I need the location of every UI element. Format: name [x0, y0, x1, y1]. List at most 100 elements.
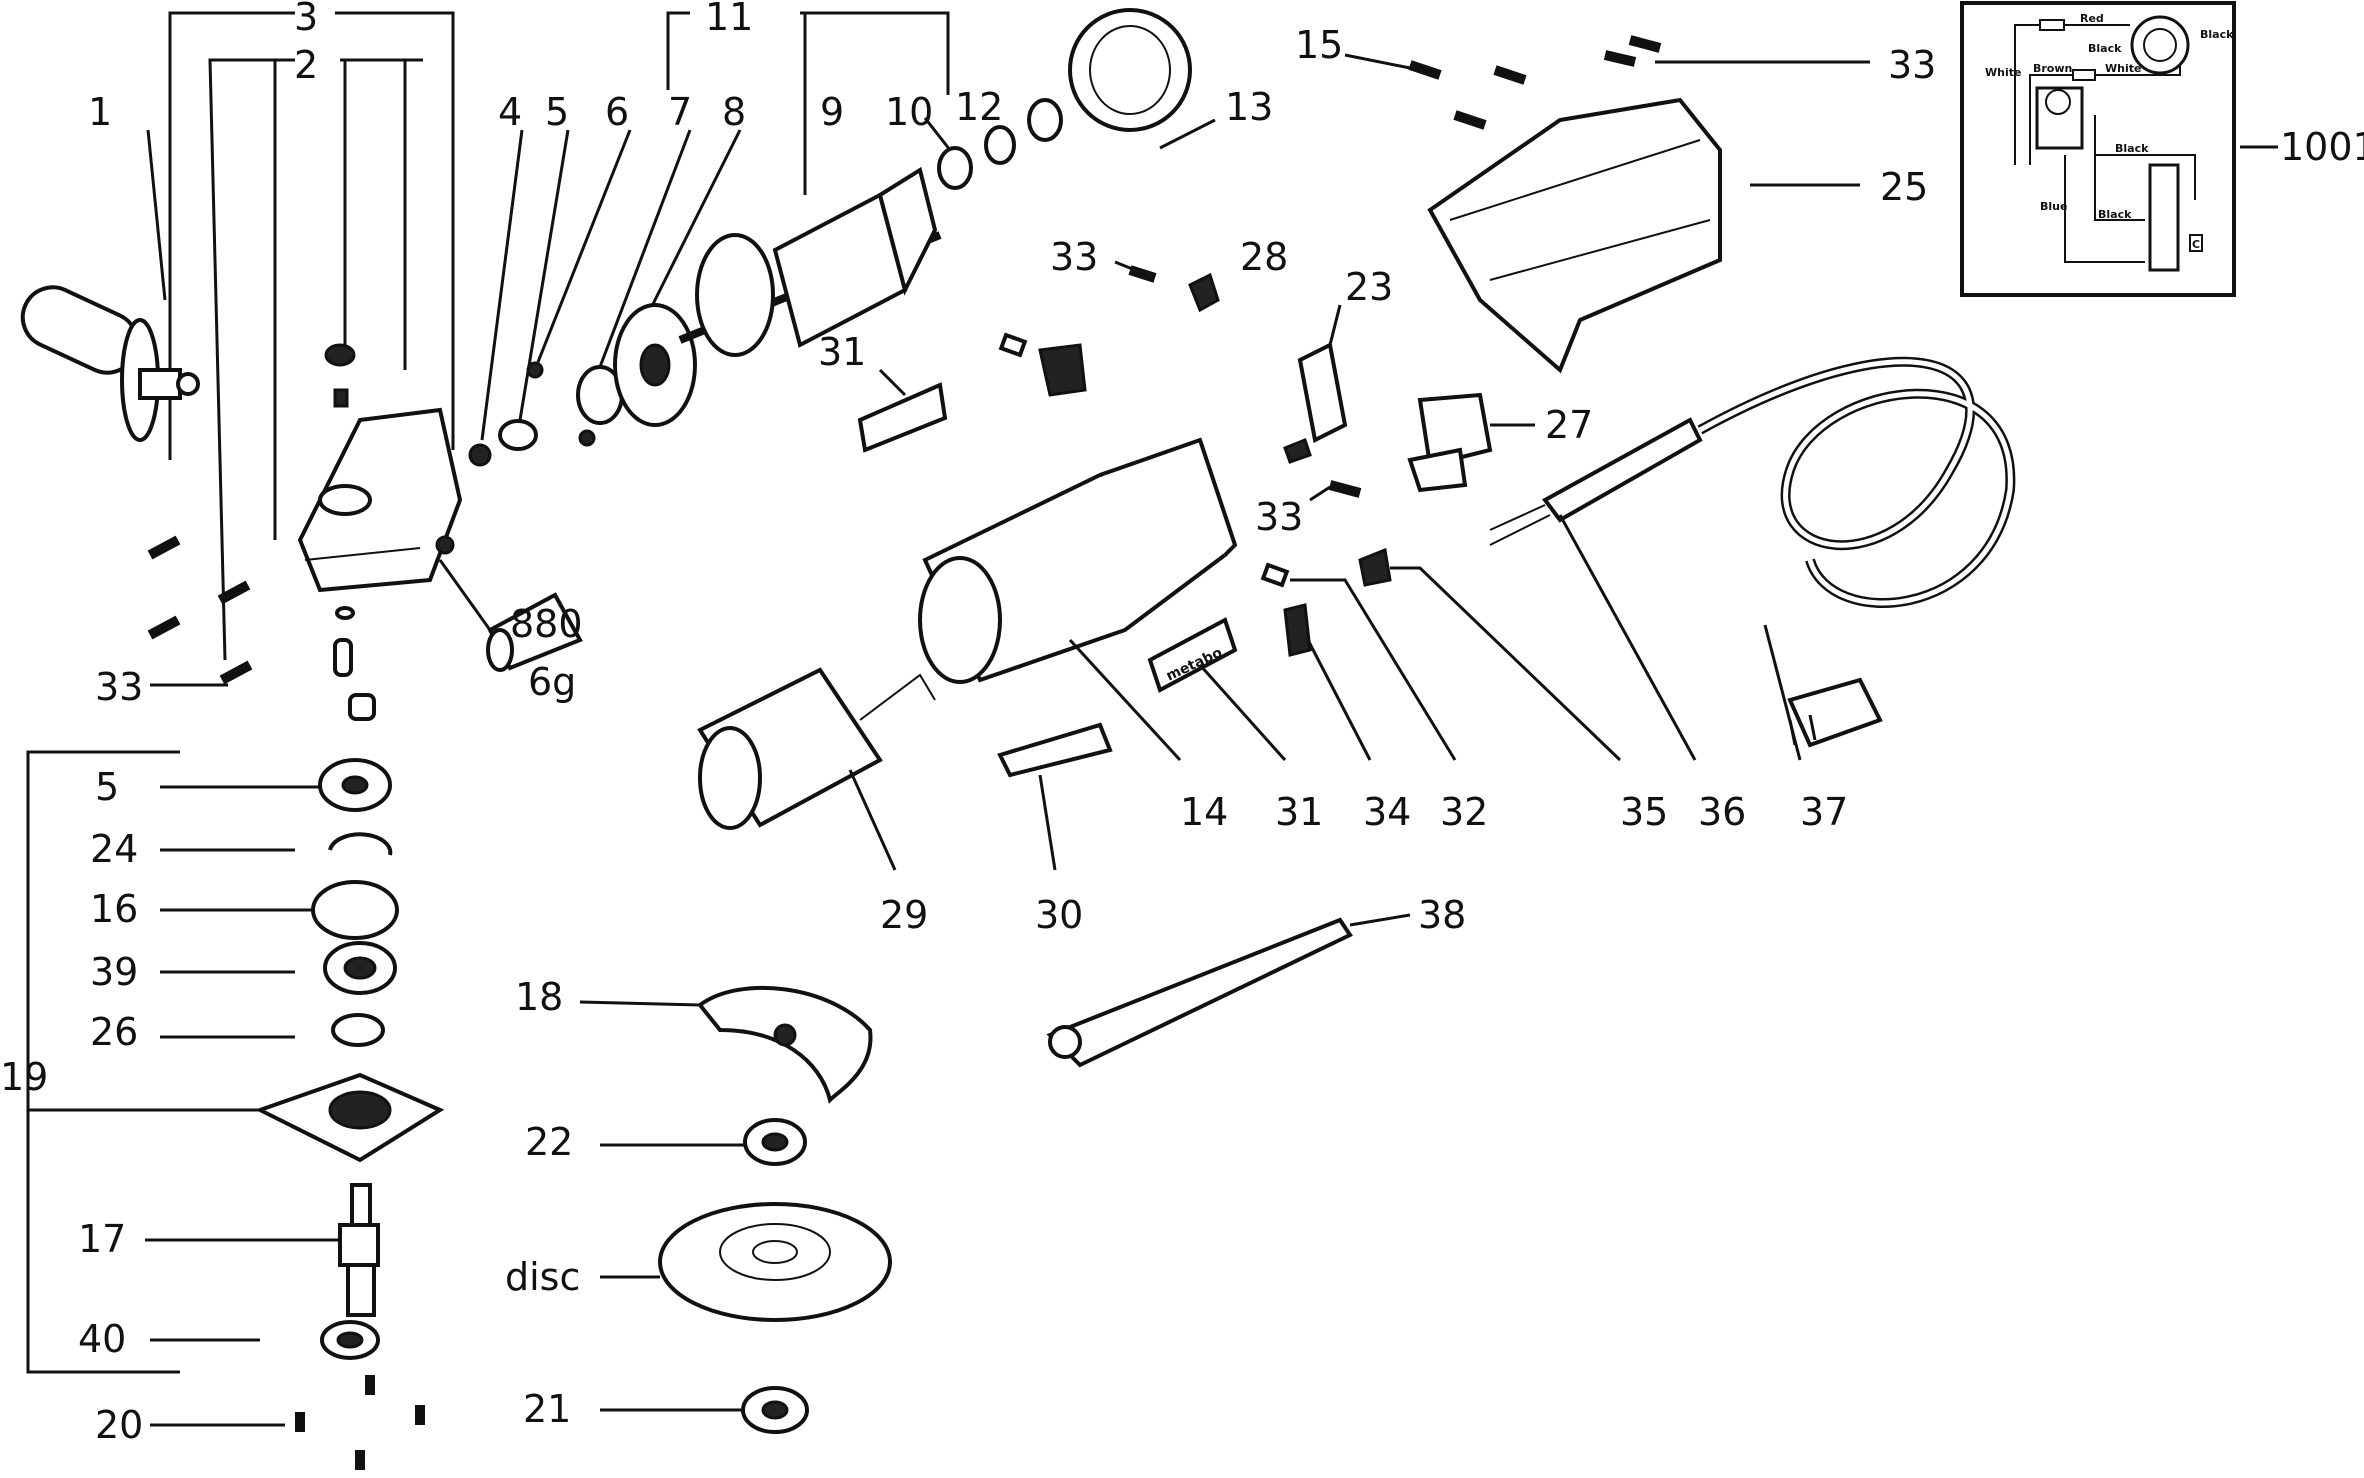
part-38-spanner-wrench[interactable]	[1046, 917, 1353, 1068]
part-32-carbon-brush[interactable]	[1260, 562, 1290, 588]
wire-label-brown: Brown	[2033, 62, 2072, 75]
callout-1001: 1001	[2280, 125, 2364, 169]
callout-34: 34	[1363, 790, 1411, 834]
part-20-screws[interactable]	[295, 1375, 425, 1470]
part-14-motor-housing[interactable]	[918, 437, 1238, 684]
part-33-screws-left[interactable]	[147, 535, 253, 685]
part-29-stator[interactable]	[697, 667, 936, 830]
part-19-bearing-flange[interactable]	[254, 1072, 445, 1163]
part-13-air-baffle[interactable]	[1068, 8, 1192, 132]
wire-label-black-4: Black	[2098, 208, 2132, 221]
part-1-side-handle[interactable]	[13, 277, 200, 442]
callout-30: 30	[1035, 893, 1083, 937]
leader-14	[1068, 638, 1182, 762]
callout-10: 10	[885, 90, 933, 134]
callout-9: 9	[820, 90, 844, 134]
wire-label-black-2: Black	[2088, 42, 2122, 55]
callout-6g: 6g	[528, 660, 576, 704]
callout-24: 24	[90, 827, 138, 871]
leader-4	[480, 129, 524, 441]
callout-16: 16	[90, 887, 138, 931]
leader-31-lower	[1198, 663, 1287, 762]
callout-5a: 5	[545, 90, 569, 134]
wire-label-red: Red	[2080, 12, 2104, 25]
part-15-screws[interactable]	[1408, 35, 1662, 130]
part-40-seal[interactable]	[320, 1320, 380, 1360]
part-27-switch[interactable]	[1407, 392, 1493, 493]
part-34-brush-holder[interactable]	[1283, 603, 1312, 657]
part-grease-tube[interactable]: 880	[486, 592, 583, 672]
part-7-8-bearing-flange[interactable]	[576, 303, 697, 427]
part-4-5-6-small-parts[interactable]	[468, 361, 596, 467]
part-11-armature[interactable]	[678, 166, 942, 357]
part-22-inner-flange[interactable]	[743, 1118, 807, 1166]
part-31-label-top[interactable]	[857, 382, 948, 453]
leader-33-right	[1309, 485, 1331, 502]
callout-7: 7	[668, 90, 692, 134]
leader-5	[518, 129, 570, 421]
wire-label-white-1: White	[1985, 66, 2021, 79]
callout-17: 17	[78, 1217, 126, 1261]
part-30-label[interactable]	[997, 722, 1113, 778]
bracket-2	[208, 58, 423, 661]
wire-label-blue: Blue	[2040, 200, 2067, 213]
part-2-lock-button[interactable]	[324, 343, 376, 721]
callout-5b: 5	[95, 765, 119, 809]
leader-13	[1159, 118, 1216, 150]
callout-18: 18	[515, 975, 563, 1019]
callout-38: 38	[1418, 893, 1466, 937]
callout-26: 26	[90, 1010, 138, 1054]
part-28-clip[interactable]	[1188, 272, 1220, 313]
part-36-cord-sleeve[interactable]	[1489, 417, 1703, 546]
part-grinding-disc[interactable]	[658, 1202, 892, 1322]
part-31-nameplate[interactable]: metabo	[1147, 617, 1238, 693]
callout-1: 1	[88, 90, 112, 134]
callout-4: 4	[498, 90, 522, 134]
part-17-spindle[interactable]	[338, 1183, 380, 1317]
leader-32	[1290, 578, 1457, 761]
leader-30	[1038, 774, 1057, 871]
callout-36: 36	[1698, 790, 1746, 834]
callout-21: 21	[523, 1387, 571, 1431]
part-33-screw-right[interactable]	[1328, 480, 1362, 498]
callout-2: 2	[294, 43, 318, 87]
callout-33-left: 33	[95, 665, 143, 709]
callout-12: 12	[955, 85, 1003, 129]
leader-7	[593, 129, 692, 381]
part-5-gear[interactable]	[318, 758, 392, 812]
callout-20: 20	[95, 1403, 143, 1447]
part-26-washer[interactable]	[331, 1013, 385, 1047]
part-16-o-ring[interactable]	[311, 880, 399, 940]
part-25-handle-housing[interactable]	[1427, 97, 1722, 374]
part-23-switch-cover[interactable]	[1283, 342, 1348, 464]
part-1001-wiring-diagram[interactable]: Red Black Black White Brown White Black …	[1960, 1, 2236, 297]
part-brush-holders[interactable]	[998, 332, 1087, 397]
leader-29	[848, 769, 897, 871]
part-18-wheel-guard[interactable]	[697, 985, 873, 1104]
part-37-power-cord[interactable]	[1697, 356, 2016, 748]
leader-6g	[438, 559, 492, 631]
callout-27: 27	[1545, 403, 1593, 447]
wire-label-black-3: Black	[2115, 142, 2149, 155]
leader-37	[1763, 624, 1802, 761]
callout-11: 11	[705, 0, 753, 39]
leader-38	[1349, 913, 1411, 927]
callout-22: 22	[525, 1120, 573, 1164]
callout-3: 3	[294, 0, 318, 39]
part-9-10-12-bearings[interactable]	[937, 98, 1063, 190]
part-39-ball-bearing[interactable]	[323, 941, 397, 995]
part-21-clamping-nut[interactable]	[741, 1386, 809, 1434]
wire-label-white-2: White	[2105, 62, 2141, 75]
leader-15	[1344, 53, 1411, 70]
part-33-screw-mid[interactable]	[1128, 265, 1157, 283]
callout-29: 29	[880, 893, 928, 937]
callout-25: 25	[1880, 165, 1928, 209]
part-3-gear-housing[interactable]	[297, 407, 463, 593]
leader-9	[923, 117, 952, 151]
callout-15: 15	[1295, 23, 1343, 67]
bracket-19	[26, 750, 260, 1374]
part-24-circlip[interactable]	[328, 832, 393, 856]
callout-28: 28	[1240, 235, 1288, 279]
part-35-cord-clamp[interactable]	[1358, 547, 1392, 587]
